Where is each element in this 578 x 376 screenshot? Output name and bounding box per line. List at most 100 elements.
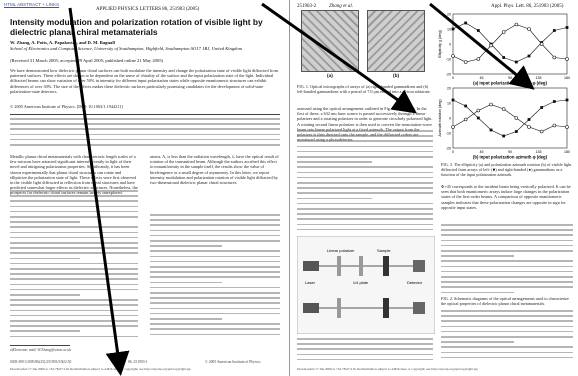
text-line (441, 276, 573, 278)
text-line (10, 330, 81, 332)
text-line (10, 278, 138, 280)
data-point-square (451, 98, 455, 102)
y-tick-label: 20 (447, 86, 451, 90)
text-line (150, 297, 280, 299)
journal-header: APPLIED PHYSICS LETTERS 86, 251903 (2005… (96, 7, 200, 12)
data-point-circle (451, 125, 455, 129)
data-point-circle (463, 117, 468, 122)
data-point-circle (514, 116, 519, 120)
arrow-annotation-3 (429, 2, 535, 90)
data-point-circle (527, 125, 531, 129)
x-axis-label: (b) Input polarization azimuth φ (deg) (473, 155, 548, 160)
text-line (10, 309, 138, 312)
text-line (441, 244, 573, 247)
text-line (150, 302, 280, 304)
text-line (297, 348, 433, 350)
text-line (10, 288, 138, 291)
fig1-caption: FIG. 1. Optical micrographs of arrays of… (297, 84, 431, 94)
text-line (441, 239, 573, 242)
abstract-text: We have demonstrated how dielectric plan… (10, 68, 279, 94)
fig1-label-b: (b) (393, 74, 400, 79)
text-line (150, 255, 280, 258)
text-line (10, 205, 138, 208)
fig2-label-polarizer: Linear polarizer (327, 248, 355, 253)
y-tick-label: -20 (446, 72, 451, 76)
data-point-circle (552, 123, 557, 128)
text-line (441, 234, 573, 236)
data-point-square (451, 27, 455, 31)
data-point-circle (451, 54, 455, 58)
data-point-square (476, 29, 480, 32)
paper-page-1: HTML ABSTRACT + LINKS APPLIED PHYSICS LE… (4, 0, 290, 376)
text-line (441, 310, 573, 312)
author-list: W. Zhang, A. Potts, A. Papakostas, and D… (10, 40, 115, 45)
text-line (297, 192, 433, 194)
x-tick-label: 0 (452, 150, 454, 154)
text-line (150, 245, 222, 247)
x-tick-label: 0 (452, 76, 454, 80)
text-line (297, 171, 433, 174)
data-point-circle (552, 55, 557, 60)
text-line (441, 229, 573, 231)
y-tick-label: 10 (447, 27, 451, 31)
data-point-circle (489, 43, 493, 48)
text-line (441, 255, 514, 257)
text-line (150, 266, 280, 268)
text-line (10, 314, 138, 317)
text-line (150, 229, 280, 232)
y-tick-label: 20 (447, 12, 451, 16)
data-point-circle (501, 107, 506, 111)
text-line (297, 197, 372, 200)
affiliation: School of Electronics and Computer Scien… (10, 46, 243, 51)
text-line (10, 236, 138, 239)
text-line (10, 268, 138, 270)
page2-download-notice: Downloaded 17 Jun 2009 to 152.78.67.219.… (297, 367, 478, 371)
text-line (441, 286, 573, 288)
text-line (297, 145, 433, 148)
data-point-square (565, 98, 569, 102)
text-line (441, 270, 573, 273)
series-line (452, 22, 568, 63)
text-line (10, 283, 138, 286)
text-line (10, 252, 138, 254)
text-line (10, 325, 138, 327)
text-line (150, 224, 280, 226)
fig1-label-a: (a) (327, 74, 333, 79)
data-point-circle (527, 27, 531, 31)
received-dates: (Received 31 March 2005; accepted 29 Apr… (10, 58, 164, 63)
page2-column-left-text: assessed using the optical arrangement o… (297, 106, 433, 142)
text-line (10, 221, 81, 223)
text-line (150, 307, 280, 310)
text-line (441, 325, 573, 328)
text-line (441, 330, 573, 333)
text-line (297, 223, 433, 226)
text-line (297, 166, 433, 168)
y-tick-label: 10 (447, 101, 451, 105)
text-line (297, 208, 433, 210)
text-line (10, 242, 138, 244)
abstract-links-badge[interactable]: HTML ABSTRACT + LINKS (4, 2, 60, 7)
text-line (10, 262, 138, 265)
text-line (441, 265, 573, 268)
text-line (10, 320, 138, 322)
text-line (150, 240, 280, 242)
text-line (297, 187, 433, 189)
data-point-circle (476, 108, 481, 113)
text-line (441, 315, 573, 317)
text-line (10, 294, 81, 296)
text-line (297, 353, 433, 356)
y-tick-label: -10 (446, 131, 451, 135)
column-right-text: atoms. A, is less than the radiation wav… (150, 154, 279, 186)
data-point-square (502, 134, 506, 138)
footer-right: © 2005 American Institute of Physics (205, 360, 261, 364)
data-point-square (502, 56, 506, 59)
x-tick-label: 135 (536, 76, 542, 80)
text-line (10, 144, 280, 146)
arrow-annotation-1 (68, 7, 130, 376)
data-point-square (514, 60, 518, 64)
text-line (297, 202, 433, 205)
text-line (10, 200, 138, 202)
data-point-square (552, 29, 556, 32)
text-line (441, 341, 514, 343)
